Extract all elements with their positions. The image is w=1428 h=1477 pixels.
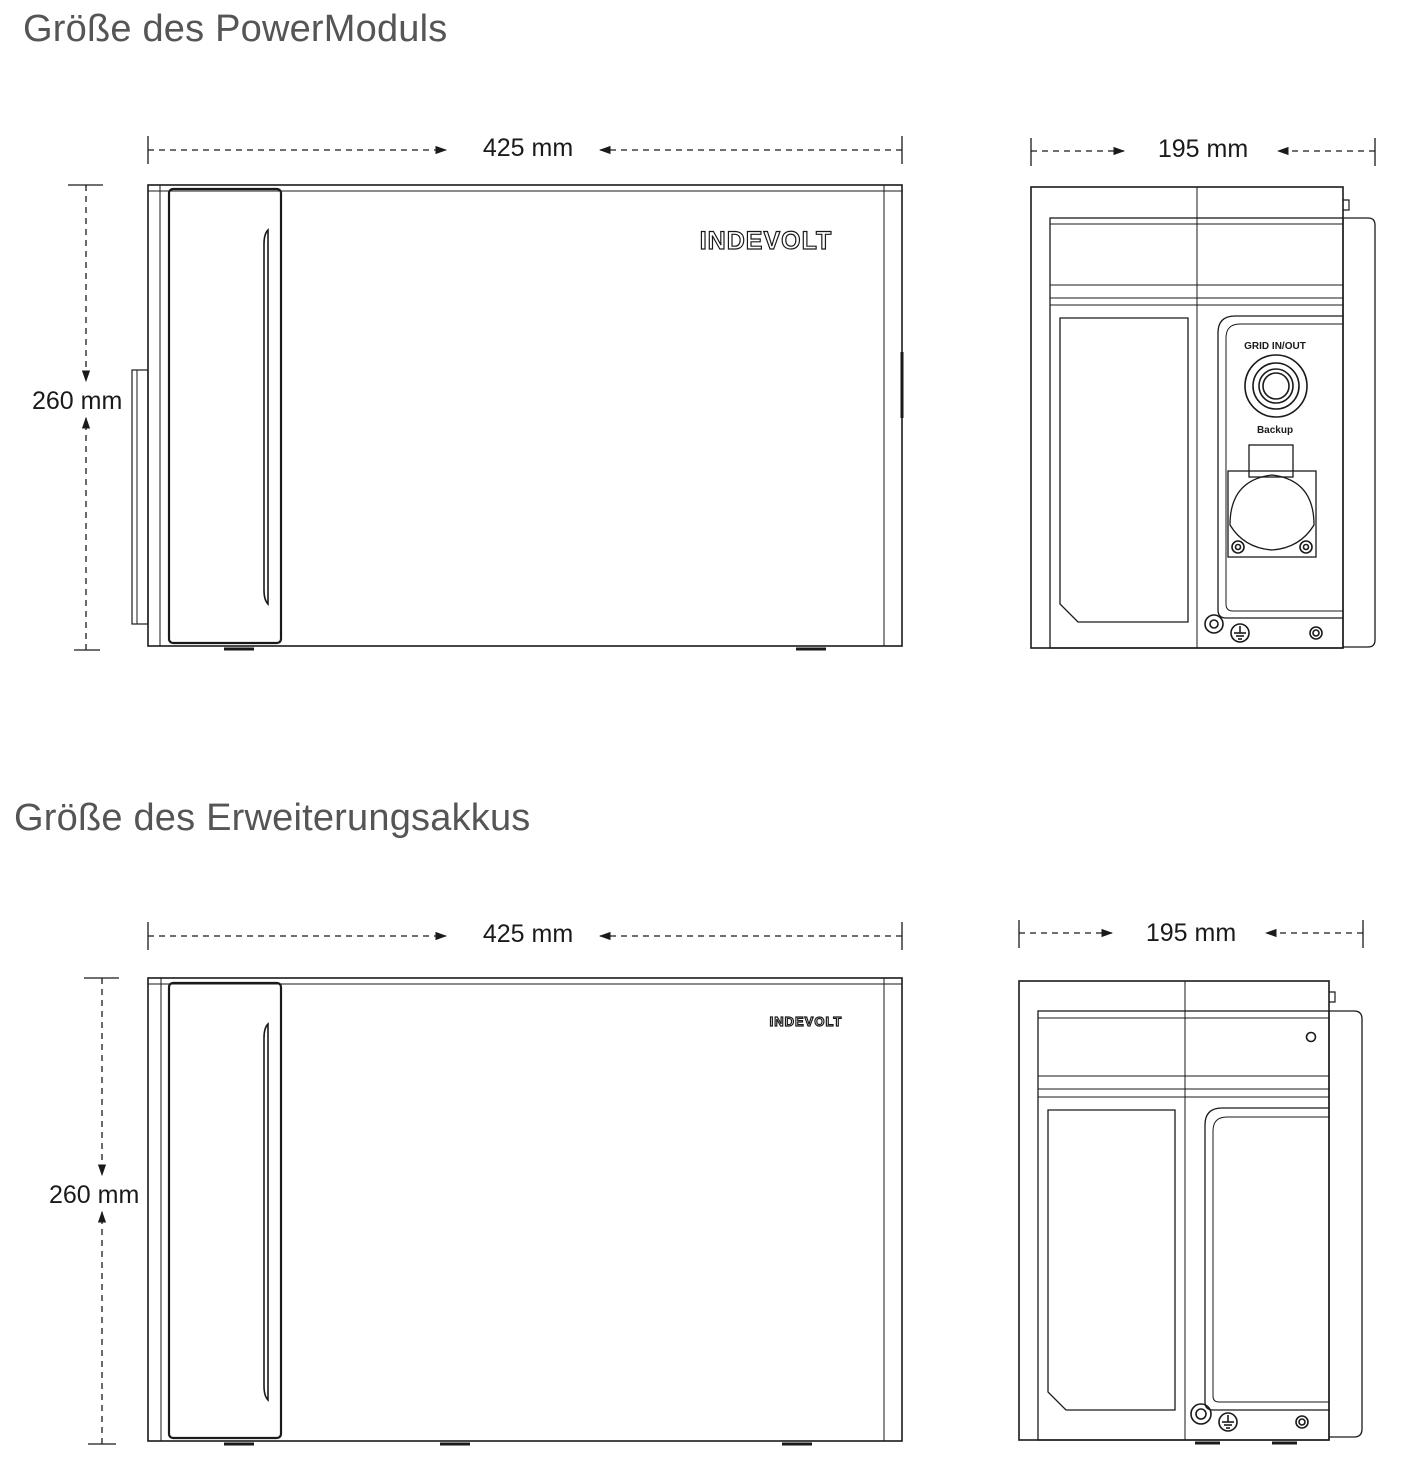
battery-front-logo: INDEVOLT [770, 1014, 843, 1029]
powermodule-side-width-dimension [1030, 138, 1376, 166]
powermodule-height-label: 260 mm [32, 387, 122, 415]
battery-front-width-dimension [147, 922, 903, 950]
powermodule-height-dimension [68, 184, 103, 651]
battery-front-width-label: 425 mm [483, 920, 573, 948]
powermodule-front-logo: INDEVOLT [700, 227, 833, 255]
battery-height-label: 260 mm [49, 1181, 139, 1209]
powermodule-side-width-label: 195 mm [1158, 135, 1248, 163]
battery-front-view [147, 977, 903, 1446]
battery-side-width-label: 195 mm [1146, 919, 1236, 947]
backup-label: Backup [1257, 425, 1293, 436]
powermodule-side-view [1030, 186, 1376, 649]
battery-side-view [1018, 980, 1363, 1445]
powermodule-front-width-dimension [147, 136, 903, 164]
battery-side-width-dimension [1018, 920, 1364, 948]
powermodule-section-title: Größe des PowerModuls [23, 8, 448, 50]
battery-section-title: Größe des Erweiterungsakkus [14, 797, 531, 839]
powermodule-front-width-label: 425 mm [483, 134, 573, 162]
grid-in-out-label: GRID IN/OUT [1244, 341, 1306, 352]
powermodule-front-view [131, 184, 904, 651]
battery-height-dimension [84, 977, 119, 1445]
